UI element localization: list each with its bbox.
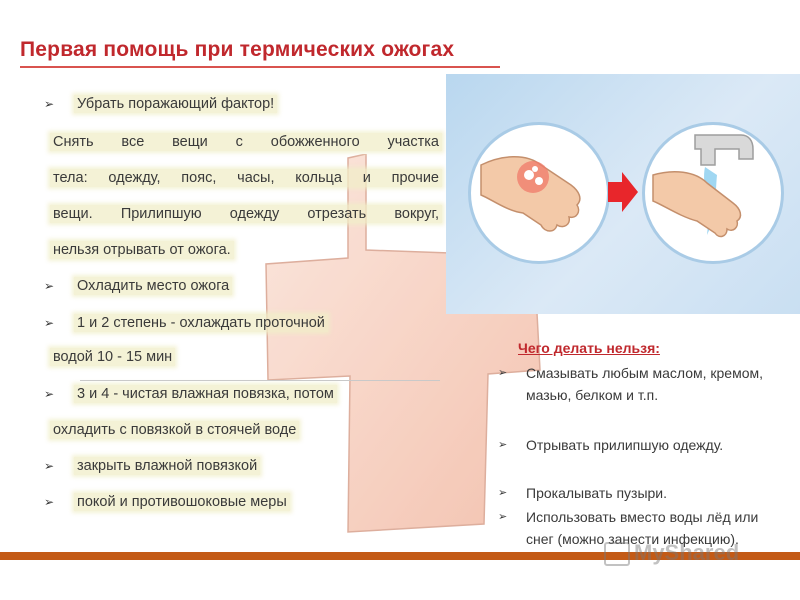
arrow-bullet-icon: ➢ — [498, 366, 508, 379]
step-row: нельзя отрывать от ожога. — [50, 241, 234, 259]
arrow-bullet-icon: ➢ — [498, 510, 508, 523]
step-row: тела: одежду, пояс, часы, кольца и прочи… — [50, 169, 442, 187]
watermark-logo-icon — [604, 542, 630, 566]
do-not-item: ➢ Использовать вместо воды лёд или снег … — [498, 506, 788, 550]
step-row: ➢закрыть влажной повязкой — [44, 457, 261, 475]
arrow-bullet-icon: ➢ — [44, 316, 55, 330]
arrow-bullet-icon: ➢ — [44, 387, 55, 401]
step-row: ➢покой и противошоковые меры — [44, 493, 290, 511]
first-aid-illustration — [446, 74, 800, 314]
step-row: ➢Охладить место ожога — [44, 277, 233, 295]
burned-hand-icon — [468, 122, 610, 264]
bottom-bar — [0, 552, 800, 560]
arrow-bullet-icon: ➢ — [44, 459, 55, 473]
page-title: Первая помощь при термических ожогах — [20, 38, 455, 61]
divider — [80, 380, 440, 381]
cross-shape — [265, 154, 541, 533]
step-row: вещи. Прилипшую одежду отрезать вокруг, — [50, 205, 442, 223]
step-row: Снять все вещи с обожженного участка — [50, 133, 442, 151]
title-underline — [20, 66, 500, 68]
step-row: ➢1 и 2 степень - охлаждать проточной — [44, 314, 328, 332]
step-row: ➢3 и 4 - чистая влажная повязка, потом — [44, 385, 337, 403]
right-arrow-icon — [608, 172, 638, 212]
arrow-bullet-icon: ➢ — [498, 486, 508, 499]
watermark: MyShared — [634, 540, 740, 565]
do-not-item: ➢ Смазывать любым маслом, кремом, мазью,… — [498, 362, 788, 406]
hand-under-tap-icon — [642, 122, 784, 264]
do-not-item: ➢ Отрывать прилипшую одежду. — [498, 434, 788, 456]
arrow-bullet-icon: ➢ — [44, 97, 55, 111]
do-not-title: Чего делать нельзя: — [518, 340, 660, 356]
arrow-bullet-icon: ➢ — [44, 279, 55, 293]
arrow-bullet-icon: ➢ — [44, 495, 55, 509]
step-row: охладить с повязкой в стоячей воде — [50, 421, 300, 439]
step-row: водой 10 - 15 мин — [50, 348, 176, 366]
do-not-item: ➢ Прокалывать пузыри. — [498, 482, 788, 504]
step-row: ➢Убрать поражающий фактор! — [44, 95, 278, 113]
arrow-bullet-icon: ➢ — [498, 438, 508, 451]
